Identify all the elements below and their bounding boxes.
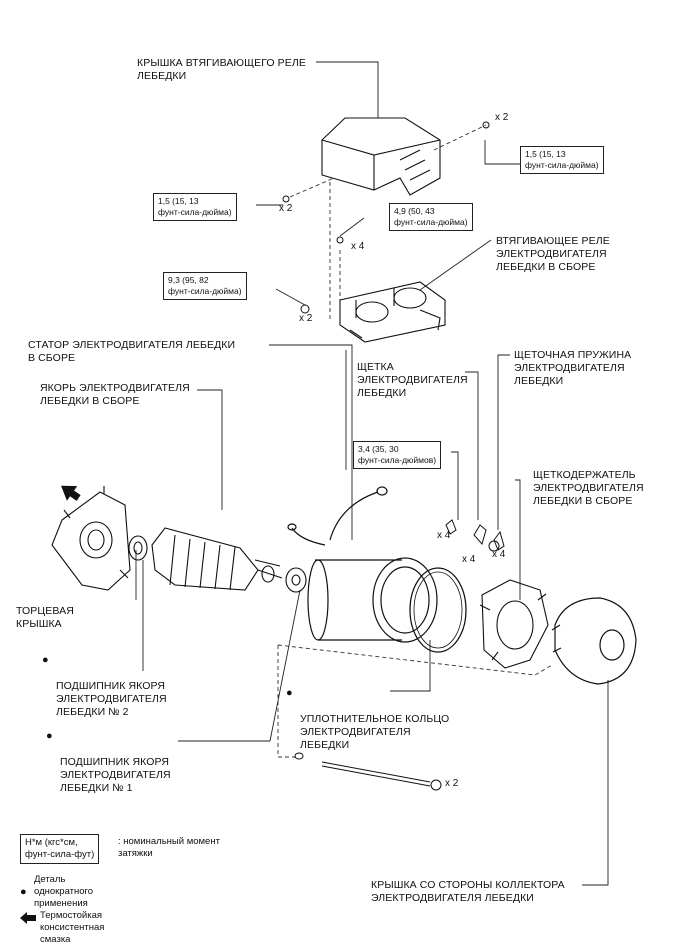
label-armature-assembly: ЯКОРЬ ЭЛЕКТРОДВИГАТЕЛЯ ЛЕБЕДКИ В СБОРЕ xyxy=(40,382,190,407)
qty-brush-spring: x 4 xyxy=(492,549,506,560)
legend-torque-box: Н*м (кгс*см, фунт-сила-фут) xyxy=(20,834,100,864)
torque-box-relay-cover-left: 1,5 (15, 13 фунт-сила-дюйма) xyxy=(153,193,237,221)
single-use-dot-icon: ● xyxy=(20,886,27,898)
qty-brush: x 4 xyxy=(462,554,476,565)
o-ring-text: УПЛОТНИТЕЛЬНОЕ КОЛЬЦО ЭЛЕКТРОДВИГАТЕЛЯ Л… xyxy=(300,713,450,751)
torque-box-relay-cover-right: 1,5 (15, 13 фунт-сила-дюйма) xyxy=(520,146,604,174)
legend-grease-text: Термостойкая консистентная смазка xyxy=(40,910,105,945)
qty-relay-cover-left: x 2 xyxy=(279,203,293,214)
torque-box-relay-nut: 4,9 (50, 43 фунт-сила-дюйма) xyxy=(389,203,473,231)
relay-assembly-drawing xyxy=(339,281,446,343)
torque-box-relay-terminal: 9,3 (95, 82 фунт-сила-дюйма) xyxy=(163,272,247,300)
single-use-dot-icon: ● xyxy=(42,654,49,666)
single-use-dot-icon: ● xyxy=(46,730,53,742)
brush-holder-drawing xyxy=(479,579,549,669)
qty-relay-terminal: x 2 xyxy=(299,313,313,324)
legend-single-use: ● Деталь однократного применения xyxy=(20,874,93,911)
brush-parts-drawing xyxy=(445,519,505,552)
label-bearing-no2: ● ПОДШИПНИК ЯКОРЯ ЭЛЕКТРОДВИГАТЕЛЯ ЛЕБЕД… xyxy=(42,654,167,719)
qty-brush-screw: x 4 xyxy=(437,530,451,541)
torque-box-brush-screw: 3,4 (35, 30 фунт-сила-дюймов) xyxy=(353,441,442,469)
label-brush: ЩЕТКА ЭЛЕКТРОДВИГАТЕЛЯ ЛЕБЕДКИ xyxy=(357,361,468,399)
bearing-no2-drawing xyxy=(128,535,148,561)
label-bearing-no1: ● ПОДШИПНИК ЯКОРЯ ЭЛЕКТРОДВИГАТЕЛЯ ЛЕБЕД… xyxy=(46,730,171,795)
armature-drawing xyxy=(151,527,283,591)
qty-through-bolt: x 2 xyxy=(445,778,459,789)
label-brush-spring: ЩЕТОЧНАЯ ПРУЖИНА ЭЛЕКТРОДВИГАТЕЛЯ ЛЕБЕДК… xyxy=(514,349,632,387)
bearing-no2-text: ПОДШИПНИК ЯКОРЯ ЭЛЕКТРОДВИГАТЕЛЯ ЛЕБЕДКИ… xyxy=(56,680,167,718)
label-brush-holder: ЩЕТКОДЕРЖАТЕЛЬ ЭЛЕКТРОДВИГАТЕЛЯ ЛЕБЕДКИ … xyxy=(533,469,644,507)
o-ring-drawing xyxy=(409,567,467,653)
grease-arrow-icon xyxy=(20,912,36,924)
leader-lines xyxy=(135,61,609,886)
relay-cover-drawing xyxy=(321,117,441,196)
bearing-no1-drawing xyxy=(285,567,307,593)
label-relay-cover: КРЫШКА ВТЯГИВАЮЩЕГО РЕЛЕ ЛЕБЕДКИ xyxy=(137,57,306,82)
label-o-ring: ● УПЛОТНИТЕЛЬНОЕ КОЛЬЦО ЭЛЕКТРОДВИГАТЕЛЯ… xyxy=(286,687,450,752)
end-cover-drawing xyxy=(51,486,131,591)
label-relay-assembly: ВТЯГИВАЮЩЕЕ РЕЛЕ ЭЛЕКТРОДВИГАТЕЛЯ ЛЕБЕДК… xyxy=(496,235,610,273)
single-use-dot-icon: ● xyxy=(286,687,293,699)
grease-arrow-shape xyxy=(61,485,81,501)
through-bolt-drawing xyxy=(294,752,442,791)
label-end-cover: ТОРЦЕВАЯ КРЫШКА xyxy=(16,605,74,630)
legend-torque-desc: : номинальный момент затяжки xyxy=(118,836,220,859)
label-stator-assembly: СТАТОР ЭЛЕКТРОДВИГАТЕЛЯ ЛЕБЕДКИ В СБОРЕ xyxy=(28,339,236,364)
qty-relay-nut: x 4 xyxy=(351,241,365,252)
small-bolts xyxy=(282,121,490,314)
stator-drawing xyxy=(287,486,438,643)
label-commutator-cover: КРЫШКА СО СТОРОНЫ КОЛЛЕКТОРА ЭЛЕКТРОДВИГ… xyxy=(371,879,565,904)
commutator-cover-drawing xyxy=(551,597,637,685)
bearing-no1-text: ПОДШИПНИК ЯКОРЯ ЭЛЕКТРОДВИГАТЕЛЯ ЛЕБЕДКИ… xyxy=(60,756,171,794)
qty-relay-cover-right: x 2 xyxy=(495,112,509,123)
legend-single-use-text: Деталь однократного применения xyxy=(34,874,94,909)
